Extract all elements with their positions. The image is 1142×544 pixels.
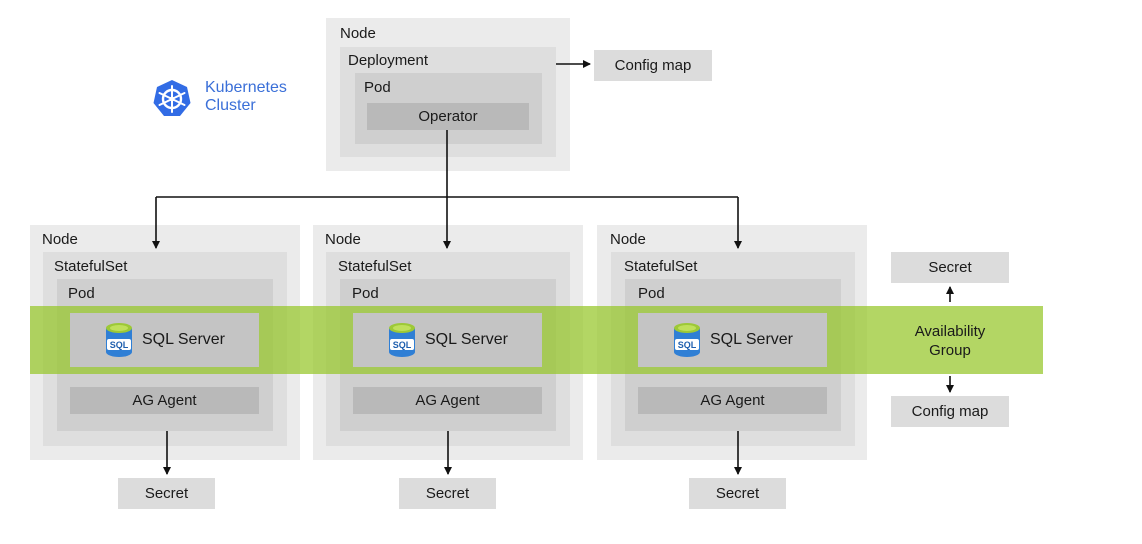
ag-config-map: Config map: [891, 396, 1009, 427]
availability-group-label: Availability Group: [880, 322, 1020, 360]
node-1-label: Node: [42, 231, 78, 248]
node-1-secret-label: Secret: [144, 485, 189, 502]
ag-secret-label: Secret: [928, 259, 972, 276]
statefulset-3-label: StatefulSet: [624, 258, 698, 275]
node-3-secret: Secret: [689, 478, 786, 509]
ag-agent-3-label: AG Agent: [700, 392, 765, 409]
node-3-secret-label: Secret: [715, 485, 760, 502]
availability-group-line2: Group: [929, 342, 971, 359]
deployment-label: Deployment: [348, 52, 429, 69]
ag-agent-3: AG Agent: [638, 387, 827, 414]
sql-server-3-label: SQL Server: [710, 331, 793, 348]
ag-config-map-label: Config map: [911, 403, 989, 420]
node-2-secret-label: Secret: [425, 485, 470, 502]
sql-server-box-1: SQL SQL Server: [70, 313, 259, 367]
sql-server-1-label: SQL Server: [142, 331, 225, 348]
statefulset-1-label: StatefulSet: [54, 258, 128, 275]
ag-agent-1-label: AG Agent: [132, 392, 197, 409]
sql-database-icon: SQL: [389, 323, 415, 357]
kubernetes-cluster-label: Kubernetes Cluster: [205, 79, 287, 115]
kubernetes-line2: Cluster: [205, 97, 256, 114]
sql-server-box-2: SQL SQL Server: [353, 313, 542, 367]
sql-server-box-3: SQL SQL Server: [638, 313, 827, 367]
sql-database-icon: SQL: [106, 323, 132, 357]
sql-icon-text: SQL: [678, 340, 697, 350]
sql-icon-text: SQL: [393, 340, 412, 350]
top-node-label: Node: [340, 25, 376, 42]
top-pod-label: Pod: [364, 79, 391, 96]
ag-agent-1: AG Agent: [70, 387, 259, 414]
statefulset-2-label: StatefulSet: [338, 258, 412, 275]
ag-secret: Secret: [891, 252, 1009, 283]
node-1-secret: Secret: [118, 478, 215, 509]
operator-box: Operator: [367, 103, 529, 130]
node-2-label: Node: [325, 231, 361, 248]
pod-1-label: Pod: [68, 285, 95, 302]
kubernetes-icon: [153, 80, 191, 116]
sql-icon-text: SQL: [110, 340, 129, 350]
ag-agent-2: AG Agent: [353, 387, 542, 414]
sql-database-icon: SQL: [674, 323, 700, 357]
top-config-map: Config map: [594, 50, 712, 81]
operator-label: Operator: [418, 108, 478, 125]
pod-3-label: Pod: [638, 285, 665, 302]
availability-group-line1: Availability: [914, 323, 986, 340]
top-config-map-label: Config map: [614, 57, 692, 74]
sql-server-2-label: SQL Server: [425, 331, 508, 348]
pod-2-label: Pod: [352, 285, 379, 302]
node-2-secret: Secret: [399, 478, 496, 509]
kubernetes-line1: Kubernetes: [205, 79, 287, 96]
ag-agent-2-label: AG Agent: [415, 392, 480, 409]
node-3-label: Node: [610, 231, 646, 248]
